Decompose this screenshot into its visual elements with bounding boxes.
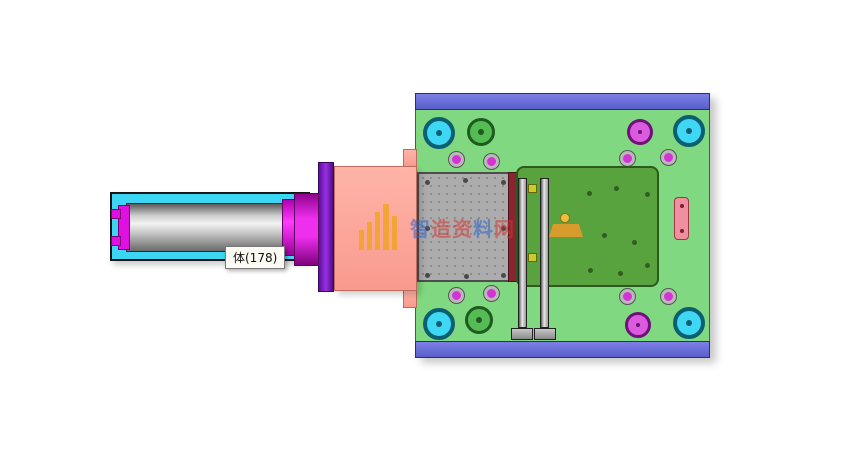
cavity-plate[interactable] <box>417 172 510 282</box>
hole-dot <box>645 192 650 197</box>
hole-dot <box>632 240 637 245</box>
hole-dot <box>614 186 619 191</box>
guide-bushing-top-left[interactable] <box>423 117 455 149</box>
hole-dot <box>618 271 623 276</box>
ejector-rod-foot-left[interactable] <box>511 328 533 340</box>
tooltip: 体(178) <box>225 246 286 269</box>
ejector-rod-right[interactable] <box>540 178 549 328</box>
watermark-char: 造 <box>431 217 452 241</box>
clevis-tab-top[interactable] <box>111 209 121 219</box>
center-hole <box>686 320 692 326</box>
guide-pin-bottom[interactable] <box>465 306 493 334</box>
core-plate[interactable] <box>516 166 659 287</box>
top-clamp-plate[interactable] <box>415 93 710 110</box>
cylinder-head-block[interactable] <box>294 193 319 266</box>
watermark-char: 网 <box>494 217 515 241</box>
pink-insert-plate[interactable] <box>674 197 689 240</box>
watermark-char: 料 <box>473 217 494 241</box>
guide-bushing-bottom-right[interactable] <box>673 307 705 339</box>
sprue-knob[interactable] <box>560 213 570 223</box>
hole-dot <box>680 229 684 233</box>
limit-block-top[interactable] <box>528 184 537 193</box>
center-hole <box>436 321 442 327</box>
rod-clevis[interactable] <box>118 205 130 250</box>
hole-dot <box>464 274 469 279</box>
screw-head[interactable] <box>661 289 676 304</box>
watermark: 智造资料网 <box>356 200 536 252</box>
hole-dot <box>501 273 506 278</box>
support-pillar-bottom-right[interactable] <box>625 312 651 338</box>
spacer-plate[interactable] <box>318 162 334 292</box>
mount-tab-bottom[interactable] <box>403 290 417 308</box>
screw-head[interactable] <box>620 151 635 166</box>
piston-rod[interactable] <box>126 203 293 252</box>
cylinder-mount-block[interactable] <box>334 166 417 291</box>
hole-dot <box>588 268 593 273</box>
hole-dot <box>463 178 468 183</box>
hole-dot <box>425 226 430 231</box>
watermark-text: 智造资料网 <box>410 213 515 242</box>
sprue-base[interactable] <box>549 224 583 237</box>
center-hole <box>476 317 482 323</box>
screw-head[interactable] <box>620 289 635 304</box>
hole-dot <box>425 180 430 185</box>
center-hole <box>686 128 692 134</box>
screw-head[interactable] <box>449 152 464 167</box>
hole-dot <box>425 273 430 278</box>
center-hole <box>478 129 484 135</box>
watermark-logo-icon <box>358 202 406 250</box>
center-hole <box>436 130 442 136</box>
bottom-clamp-plate[interactable] <box>415 341 710 358</box>
ejector-rod-left[interactable] <box>518 178 527 328</box>
support-pillar-top-right[interactable] <box>627 119 653 145</box>
screw-head[interactable] <box>484 154 499 169</box>
screw-head[interactable] <box>661 150 676 165</box>
screw-head[interactable] <box>449 288 464 303</box>
hole-dot <box>602 233 607 238</box>
ejector-rod-foot-right[interactable] <box>534 328 556 340</box>
center-hole <box>636 323 640 327</box>
limit-block-bottom[interactable] <box>528 253 537 262</box>
screw-head[interactable] <box>484 286 499 301</box>
guide-bushing-bottom-left[interactable] <box>423 308 455 340</box>
hole-dot <box>645 263 650 268</box>
watermark-char: 智 <box>410 217 431 241</box>
guide-pin-top[interactable] <box>467 118 495 146</box>
guide-bushing-top-right[interactable] <box>673 115 705 147</box>
center-hole <box>638 130 642 134</box>
watermark-char: 资 <box>452 217 473 241</box>
hole-dot <box>587 191 592 196</box>
clevis-tab-bottom[interactable] <box>111 236 121 246</box>
hole-dot <box>680 204 684 208</box>
hole-dot <box>501 226 506 231</box>
hole-dot <box>501 180 506 185</box>
tooltip-label: 体(178) <box>233 251 278 265</box>
